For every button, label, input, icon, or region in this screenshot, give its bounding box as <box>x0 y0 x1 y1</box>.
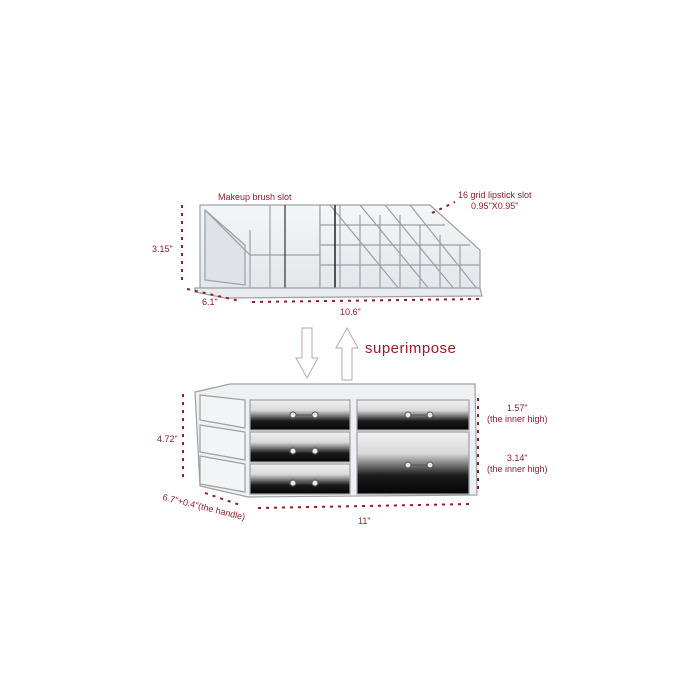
drawer-height-label: 4.72" <box>157 434 178 444</box>
small-drawer-dimension: 1.57" (the inner high) <box>487 403 548 425</box>
superimpose-label: superimpose <box>365 340 457 357</box>
drawer-unit <box>194 383 478 498</box>
lipstick-slot-line1: 16 grid lipstick slot <box>458 190 532 200</box>
top-width-label: 10.6" <box>340 307 361 317</box>
down-arrow-icon <box>295 327 319 380</box>
up-arrow-icon <box>335 326 359 381</box>
top-tray <box>194 204 483 299</box>
large-drawer-height: 3.14" <box>506 453 528 463</box>
lipstick-slot-line2: 0.95"X0.95" <box>471 200 519 211</box>
large-drawer-dimension: 3.14" (the inner high) <box>487 453 548 475</box>
top-dimension-lines <box>181 201 481 303</box>
drawer-handles <box>289 411 434 487</box>
bottom-dimension-lines <box>182 394 479 509</box>
brush-slot-label: Makeup brush slot <box>218 192 292 202</box>
drawer-width-label: 11" <box>358 516 371 526</box>
small-drawer-note: (the inner high) <box>487 413 548 424</box>
lipstick-slot-label: 16 grid lipstick slot 0.95"X0.95" <box>458 190 532 212</box>
top-height-label: 3.15" <box>152 244 173 254</box>
large-drawer-note: (the inner high) <box>487 463 548 474</box>
top-depth-label: 6.1" <box>202 297 218 307</box>
small-drawer-height: 1.57" <box>506 403 528 413</box>
